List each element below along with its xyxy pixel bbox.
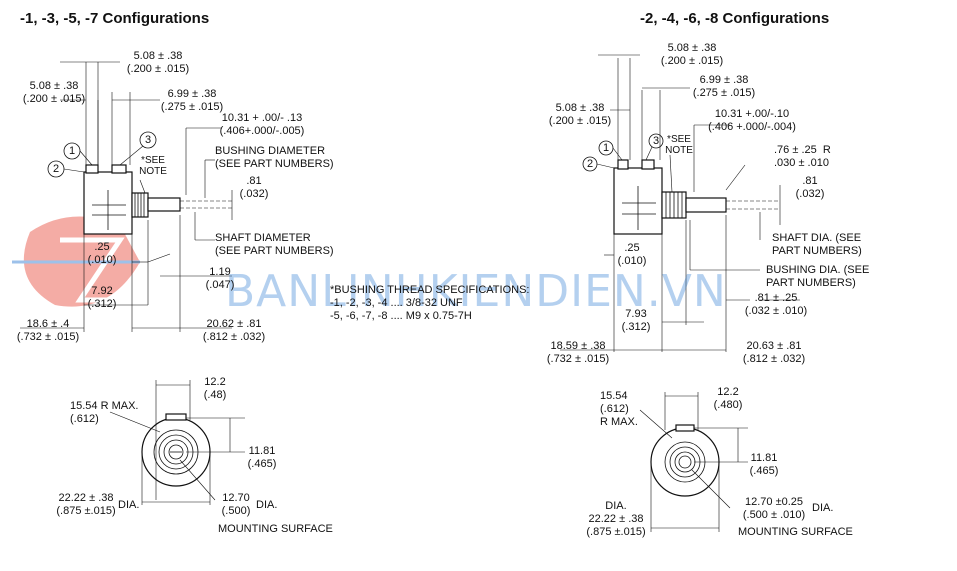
right-front-dia2: DIA. (812, 502, 834, 514)
left-mounting-surface: MOUNTING SURFACE (218, 523, 333, 535)
left-dim-792: 7.92(.312) (87, 285, 117, 310)
right-shaft (685, 197, 727, 213)
right-dim-081: .81 ± .25(.032 ± .010) (744, 292, 808, 317)
left-front-dia: DIA. (118, 499, 140, 511)
right-dim-radius: .76 ± .25 R.030 ± .010 (774, 144, 831, 169)
watermark-text: BANLINHKIENDIEN.VN (225, 266, 727, 317)
left-shaft-label: SHAFT DIAMETER(SEE PART NUMBERS) (215, 232, 334, 257)
left-dim-2062: 20.62 ± .81(.812 ± .032) (202, 318, 266, 343)
left-dim-c: 6.99 ± .38(.275 ± .015) (160, 88, 224, 113)
right-front-dim-1181: 11.81(.465) (749, 452, 779, 477)
left-front-dim-1270: 12.70(.500) (221, 492, 251, 517)
right-callout-2: 2 (586, 158, 594, 170)
left-terminal-1 (85, 164, 99, 174)
left-dim-119: 1.19(.047) (205, 266, 235, 291)
left-terminal-3 (111, 164, 127, 174)
left-callout-3: 3 (144, 134, 152, 146)
right-shaft-dim: .81(.032) (795, 175, 825, 200)
left-dim-b: 5.08 ± .38(.200 ± .015) (22, 80, 86, 105)
right-side-view (560, 54, 800, 352)
left-front-dim-r: 15.54 R MAX.(.612) (70, 400, 139, 425)
right-dim-b: 5.08 ± .38(.200 ± .015) (548, 102, 612, 127)
left-shaft-dim: .81(.032) (239, 175, 269, 200)
right-callout-1: 1 (602, 142, 610, 154)
bushing-thread-note: *BUSHING THREAD SPECIFICATIONS:-1, -2, -… (330, 284, 530, 322)
right-front-dim-1270: 12.70 ±0.25(.500 ± .010) (742, 496, 806, 521)
right-dim-025: .25(.010) (617, 242, 647, 267)
right-dim-1859: 18.59 ± .38(.732 ± .015) (546, 340, 610, 365)
left-dim-186: 18.6 ± .4(.732 ± .015) (16, 318, 80, 343)
right-front-dim-122: 12.2(.480) (713, 386, 743, 411)
left-front-view (109, 380, 245, 505)
left-dim-a: 5.08 ± .38(.200 ± .015) (126, 50, 190, 75)
right-callout-3: 3 (652, 135, 660, 147)
right-dim-793: 7.93(.312) (621, 308, 651, 333)
left-dim-025: .25(.010) (87, 241, 117, 266)
right-dim-d: 10.31 +.00/-.10(.406 +.000/-.004) (708, 108, 796, 133)
left-dim-d: 10.31 + .00/- .13(.406+.000/-.005) (219, 112, 305, 137)
left-front-dia2: DIA. (256, 499, 278, 511)
right-title: -2, -4, -6, -8 Configurations (640, 10, 830, 27)
left-front-dim-2222: 22.22 ± .38(.875 ±.015) (56, 492, 116, 517)
right-front-dim-r: 15.54(.612)R MAX. (600, 390, 638, 428)
right-front-view (639, 392, 748, 532)
left-front-dim-122: 12.2(.48) (203, 376, 227, 401)
right-dim-2063: 20.63 ± .81(.812 ± .032) (742, 340, 806, 365)
left-shaft (147, 197, 181, 212)
left-bushing (131, 192, 149, 218)
right-mounting-surface: MOUNTING SURFACE (738, 526, 853, 538)
left-side-view (20, 61, 233, 332)
right-dim-c: 6.99 ± .38(.275 ± .015) (692, 74, 756, 99)
left-bushing-label: BUSHING DIAMETER(SEE PART NUMBERS) (215, 145, 334, 170)
right-front-dim-2222: DIA.22.22 ± .38(.875 ±.015) (586, 500, 646, 538)
watermark-logo (12, 216, 140, 307)
left-title: -1, -3, -5, -7 Configurations (20, 10, 210, 27)
left-front-dim-1181: 11.81(.465) (247, 445, 277, 470)
left-callout-1: 1 (68, 145, 76, 157)
right-dim-a: 5.08 ± .38(.200 ± .015) (660, 42, 724, 67)
left-callout-2: 2 (52, 163, 60, 175)
